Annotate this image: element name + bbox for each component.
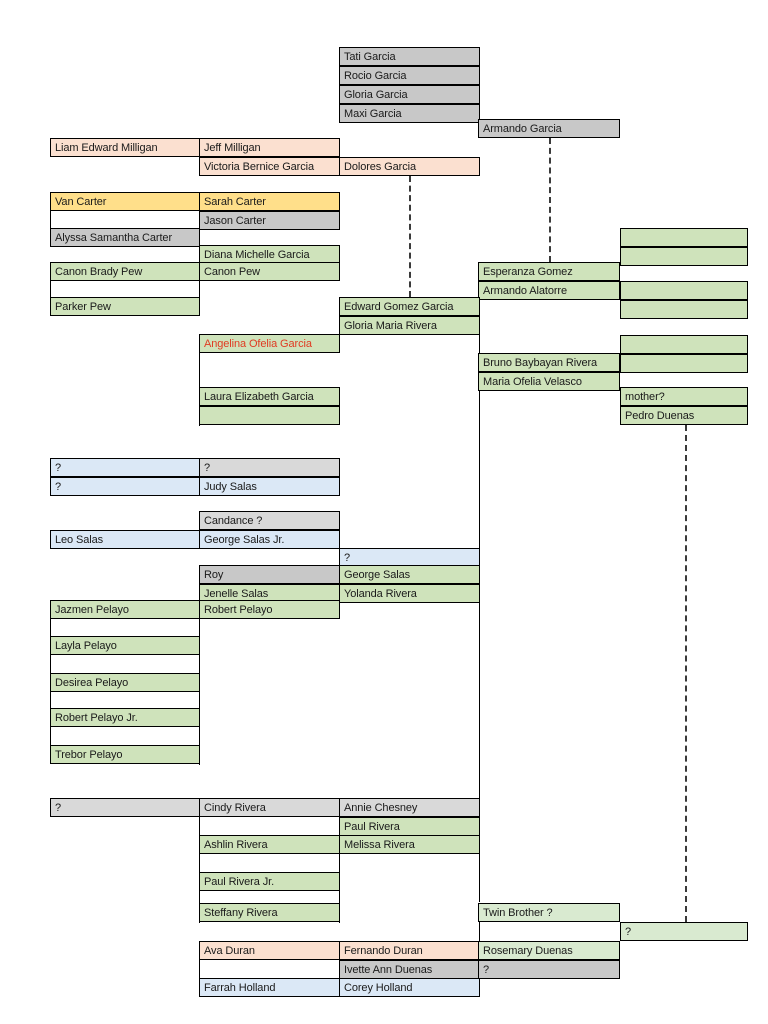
- person-cell[interactable]: Candance ?: [199, 511, 340, 530]
- person-cell[interactable]: mother?: [620, 387, 748, 406]
- connector-vertical-dashed: [685, 425, 687, 922]
- person-cell[interactable]: Ava Duran: [199, 941, 340, 960]
- person-cell[interactable]: George Salas: [339, 565, 480, 584]
- person-cell[interactable]: Esperanza Gomez: [478, 262, 620, 281]
- person-cell[interactable]: Van Carter: [50, 192, 200, 211]
- person-cell[interactable]: Ivette Ann Duenas: [339, 960, 480, 979]
- person-cell[interactable]: Roy: [199, 565, 340, 584]
- person-cell[interactable]: Paul Rivera Jr.: [199, 872, 340, 891]
- person-cell[interactable]: Edward Gomez Garcia: [339, 297, 480, 316]
- person-cell[interactable]: Annie Chesney: [339, 798, 480, 817]
- person-cell[interactable]: Desirea Pelayo: [50, 673, 200, 692]
- person-cell[interactable]: Gloria Garcia: [339, 85, 480, 104]
- connector-vertical-solid: [339, 798, 340, 923]
- person-cell[interactable]: Gloria Maria Rivera: [339, 316, 480, 335]
- person-cell[interactable]: Dolores Garcia: [339, 157, 480, 176]
- person-cell[interactable]: Twin Brother ?: [478, 903, 620, 922]
- person-cell-empty[interactable]: [620, 335, 748, 354]
- person-cell[interactable]: Armando Alatorre: [478, 281, 620, 300]
- connector-vertical-solid: [199, 334, 200, 426]
- person-cell[interactable]: Fernando Duran: [339, 941, 480, 960]
- person-cell[interactable]: Trebor Pelayo: [50, 745, 200, 764]
- person-cell[interactable]: Pedro Duenas: [620, 406, 748, 425]
- person-cell[interactable]: Rosemary Duenas: [478, 941, 620, 960]
- person-cell[interactable]: Corey Holland: [339, 978, 480, 997]
- person-cell[interactable]: ?: [478, 960, 620, 979]
- person-cell[interactable]: ?: [620, 922, 748, 941]
- person-cell[interactable]: Maria Ofelia Velasco: [478, 372, 620, 391]
- person-cell[interactable]: Canon Pew: [199, 262, 340, 281]
- connector-vertical-solid: [479, 335, 480, 902]
- person-cell[interactable]: Jazmen Pelayo: [50, 600, 200, 619]
- person-cell-empty[interactable]: [620, 247, 748, 266]
- person-cell[interactable]: Liam Edward Milligan: [50, 138, 200, 157]
- person-cell[interactable]: Jeff Milligan: [199, 138, 340, 157]
- person-cell[interactable]: Paul Rivera: [339, 817, 480, 836]
- person-cell[interactable]: Sarah Carter: [199, 192, 340, 211]
- person-cell[interactable]: Armando Garcia: [478, 119, 620, 138]
- person-cell[interactable]: Melissa Rivera: [339, 835, 480, 854]
- person-cell[interactable]: Tati Garcia: [339, 47, 480, 66]
- person-cell[interactable]: Canon Brady Pew: [50, 262, 200, 281]
- person-cell[interactable]: Bruno Baybayan Rivera: [478, 353, 620, 372]
- connector-vertical-dashed: [549, 138, 551, 262]
- person-cell-empty[interactable]: [620, 300, 748, 319]
- person-cell[interactable]: ?: [50, 477, 200, 496]
- person-cell[interactable]: Maxi Garcia: [339, 104, 480, 123]
- connector-vertical-solid: [50, 262, 51, 316]
- person-cell[interactable]: Laura Elizabeth Garcia: [199, 387, 340, 406]
- person-cell[interactable]: Victoria Bernice Garcia: [199, 157, 340, 176]
- person-cell[interactable]: Farrah Holland: [199, 978, 340, 997]
- person-cell[interactable]: Steffany Rivera: [199, 903, 340, 922]
- person-cell[interactable]: Judy Salas: [199, 477, 340, 496]
- person-cell-empty[interactable]: [620, 354, 748, 373]
- person-cell[interactable]: George Salas Jr.: [199, 530, 340, 549]
- person-cell[interactable]: Robert Pelayo: [199, 600, 340, 619]
- person-cell[interactable]: Alyssa Samantha Carter: [50, 228, 200, 247]
- person-cell[interactable]: Rocio Garcia: [339, 66, 480, 85]
- person-cell-empty[interactable]: [620, 281, 748, 300]
- person-cell[interactable]: Yolanda Rivera: [339, 584, 480, 603]
- person-cell[interactable]: Angelina Ofelia Garcia: [199, 334, 340, 353]
- person-cell[interactable]: Jason Carter: [199, 211, 340, 230]
- person-cell[interactable]: Parker Pew: [50, 297, 200, 316]
- person-cell[interactable]: Layla Pelayo: [50, 636, 200, 655]
- person-cell[interactable]: Robert Pelayo Jr.: [50, 708, 200, 727]
- person-cell[interactable]: ?: [50, 798, 200, 817]
- person-cell[interactable]: Leo Salas: [50, 530, 200, 549]
- person-cell[interactable]: ?: [50, 458, 200, 477]
- connector-vertical-solid: [199, 941, 200, 997]
- person-cell[interactable]: Ashlin Rivera: [199, 835, 340, 854]
- person-cell-empty[interactable]: [199, 406, 340, 425]
- connector-vertical-solid: [50, 192, 51, 247]
- connector-vertical-solid: [199, 798, 200, 923]
- person-cell[interactable]: ?: [199, 458, 340, 477]
- person-cell[interactable]: Cindy Rivera: [199, 798, 340, 817]
- connector-vertical-dashed: [409, 176, 411, 297]
- person-cell-empty[interactable]: [620, 228, 748, 247]
